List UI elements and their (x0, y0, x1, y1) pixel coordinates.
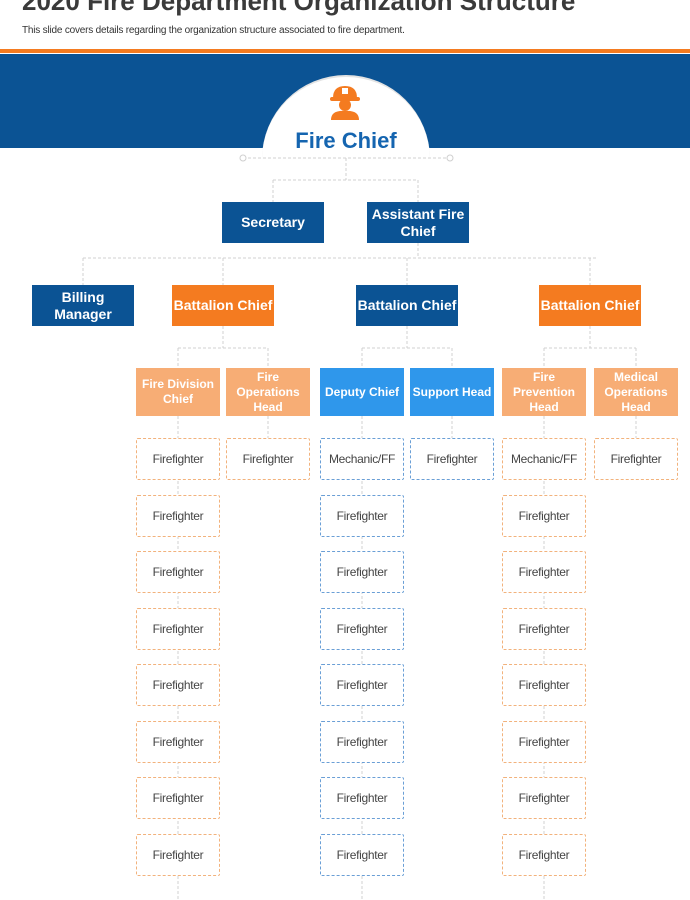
orange-divider (0, 49, 690, 53)
staff-box: Firefighter (136, 438, 220, 480)
fire-operations-head-box: Fire Operations Head (226, 368, 310, 416)
staff-box: Firefighter (502, 664, 586, 706)
staff-box: Mechanic/FF (502, 438, 586, 480)
staff-box: Firefighter (136, 664, 220, 706)
staff-box: Firefighter (502, 833, 586, 876)
staff-box: Firefighter (502, 551, 586, 593)
staff-box: Firefighter (320, 551, 404, 593)
staff-box: Firefighter (320, 777, 404, 819)
deputy-chief-box: Deputy Chief (320, 368, 404, 416)
staff-box: Firefighter (320, 833, 404, 876)
staff-box: Firefighter (502, 607, 586, 650)
medical-operations-head-box: Medical Operations Head (594, 368, 678, 416)
billing-manager-box: Billing Manager (32, 285, 134, 326)
page-title: 2020 Fire Department Organization Struct… (22, 0, 576, 16)
firefighter-icon (330, 86, 360, 120)
fire-division-chief-box: Fire Division Chief (136, 368, 220, 416)
staff-box: Firefighter (136, 833, 220, 876)
battalion-chief-box: Battalion Chief (172, 285, 274, 326)
secretary-box: Secretary (222, 202, 324, 243)
staff-box: Firefighter (502, 777, 586, 819)
fire-chief-title: Fire Chief (295, 128, 397, 153)
staff-box: Firefighter (594, 438, 678, 480)
staff-box: Firefighter (320, 494, 404, 537)
staff-box: Firefighter (410, 438, 494, 480)
staff-box: Firefighter (136, 777, 220, 819)
staff-box: Mechanic/FF (320, 438, 404, 480)
page-subtitle: This slide covers details regarding the … (22, 25, 405, 36)
staff-box: Firefighter (136, 607, 220, 650)
staff-box: Firefighter (502, 494, 586, 537)
staff-box: Firefighter (320, 720, 404, 763)
staff-box: Firefighter (136, 551, 220, 593)
staff-box: Firefighter (226, 438, 310, 480)
battalion-chief-box: Battalion Chief (539, 285, 641, 326)
staff-box: Firefighter (136, 494, 220, 537)
battalion-chief-box: Battalion Chief (356, 285, 458, 326)
staff-box: Firefighter (136, 720, 220, 763)
assistant-fire-chief-box: Assistant Fire Chief (367, 202, 469, 243)
staff-box: Firefighter (502, 720, 586, 763)
support-head-box: Support Head (410, 368, 494, 416)
fire-prevention-head-box: Fire Prevention Head (502, 368, 586, 416)
staff-box: Firefighter (320, 664, 404, 706)
staff-box: Firefighter (320, 607, 404, 650)
